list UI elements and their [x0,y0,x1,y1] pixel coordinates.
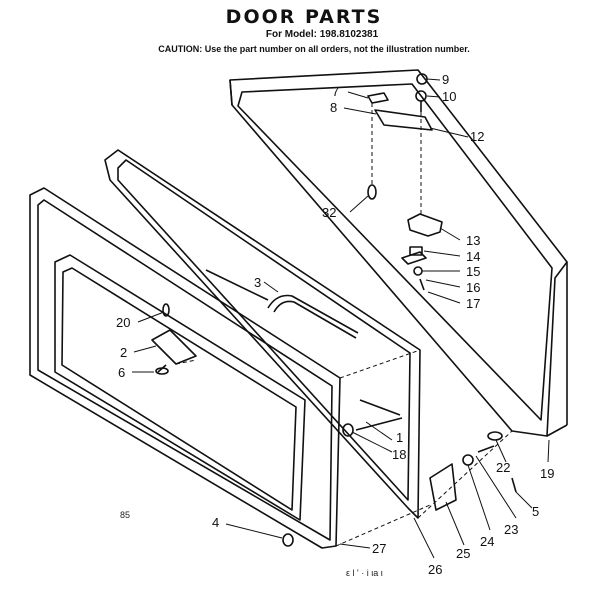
callout-10: 10 [442,89,456,104]
callout-14: 14 [466,249,480,264]
callout-26: 26 [428,562,442,577]
callout-4: 4 [212,515,219,530]
callout-18: 18 [392,447,406,462]
diagram-title: DOOR PARTS [225,6,383,28]
callout-12: 12 [470,129,484,144]
leader-lines [132,79,549,558]
callout-16: 16 [466,280,480,295]
callout-5: 5 [532,504,539,519]
caution-note: CAUTION: Use the part number on all orde… [158,44,470,54]
callout-27: 27 [372,541,386,556]
door-gasket-frame [105,150,420,518]
lower-hinge-parts [430,432,516,510]
alignment-lines [176,103,512,546]
window-clip-parts [152,304,196,374]
hinge-assembly [402,214,442,290]
callout-8: 8 [330,100,337,115]
callout-6: 6 [118,365,125,380]
callout-15: 15 [466,264,480,279]
callout-2: 2 [120,345,127,360]
callout-19: 19 [540,466,554,481]
callout-7: 7 [332,84,339,99]
footer-code: ε l ' · i ιa ι [346,568,383,578]
callout-3: 3 [254,275,261,290]
callout-9: 9 [442,72,449,87]
callout-20: 20 [116,315,130,330]
callout-labels: 7 8 9 10 12 32 13 14 15 16 17 3 20 2 6 1… [116,72,554,578]
corner-mark: 85 [120,510,130,520]
callout-22: 22 [496,460,510,475]
latch-rod-parts [343,400,402,436]
callout-23: 23 [504,522,518,537]
inner-door-panel [30,188,340,548]
callout-32: 32 [322,205,336,220]
callout-17: 17 [466,296,480,311]
outer-door-panel [230,70,567,436]
door-handle-rod [206,270,358,338]
latch-plate-parts [368,74,432,199]
model-number: For Model: 198.8102381 [265,29,379,40]
callout-13: 13 [466,233,480,248]
callout-1: 1 [396,430,403,445]
callout-25: 25 [456,546,470,561]
callout-24: 24 [480,534,494,549]
screw-part-4 [283,534,293,546]
